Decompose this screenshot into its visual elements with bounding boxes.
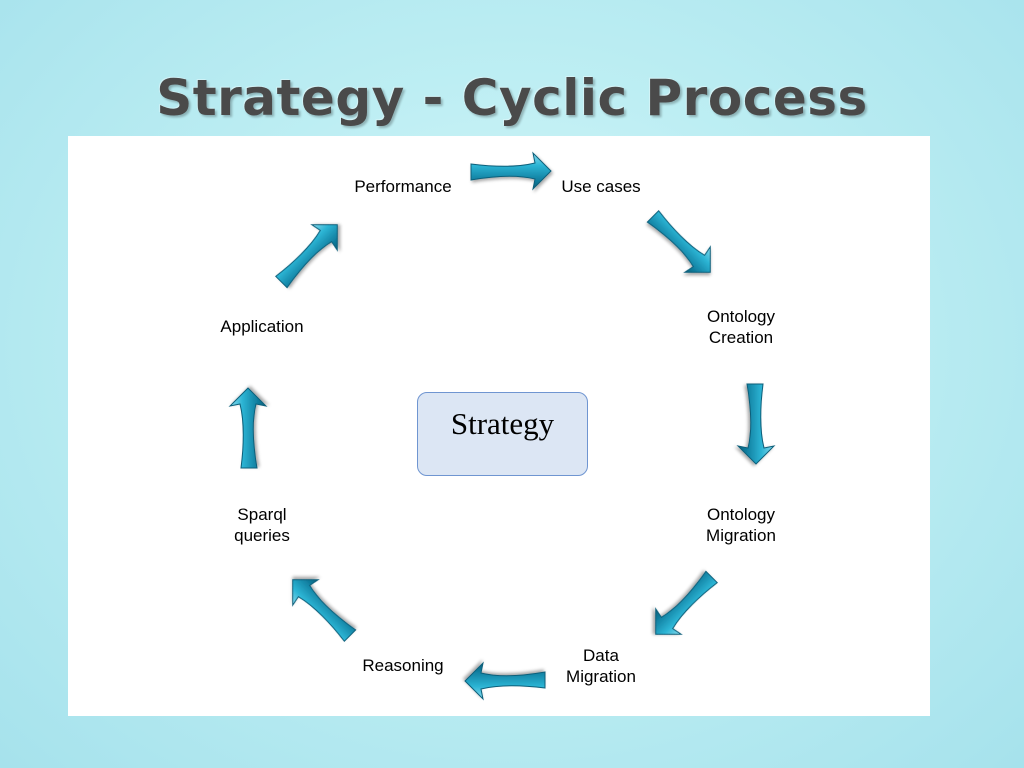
- arrow-use-cases-to-ontology-creation: [640, 202, 724, 286]
- strategy-center-label: Strategy: [450, 406, 555, 441]
- node-data-migration: Data Migration: [566, 646, 636, 686]
- node-reasoning: Reasoning: [362, 656, 444, 675]
- node-use-cases: Use cases: [561, 177, 641, 196]
- arrow-reasoning-to-sparql-queries: [279, 566, 363, 650]
- strategy-center-box: Strategy: [417, 392, 588, 476]
- node-performance: Performance: [354, 177, 452, 196]
- arrow-ontology-migration-to-data-migration: [642, 564, 726, 648]
- arrow-application-to-performance: [267, 211, 351, 295]
- node-sparql-queries: Sparql queries: [234, 505, 290, 545]
- arrow-ontology-creation-to-ontology-migration: [737, 383, 775, 465]
- node-application: Application: [220, 317, 304, 336]
- slide-title: Strategy - Cyclic Process: [156, 69, 868, 127]
- node-ontology-migration: Ontology Migration: [706, 505, 776, 545]
- arrow-sparql-queries-to-application: [229, 387, 267, 469]
- node-ontology-creation: Ontology Creation: [706, 307, 776, 347]
